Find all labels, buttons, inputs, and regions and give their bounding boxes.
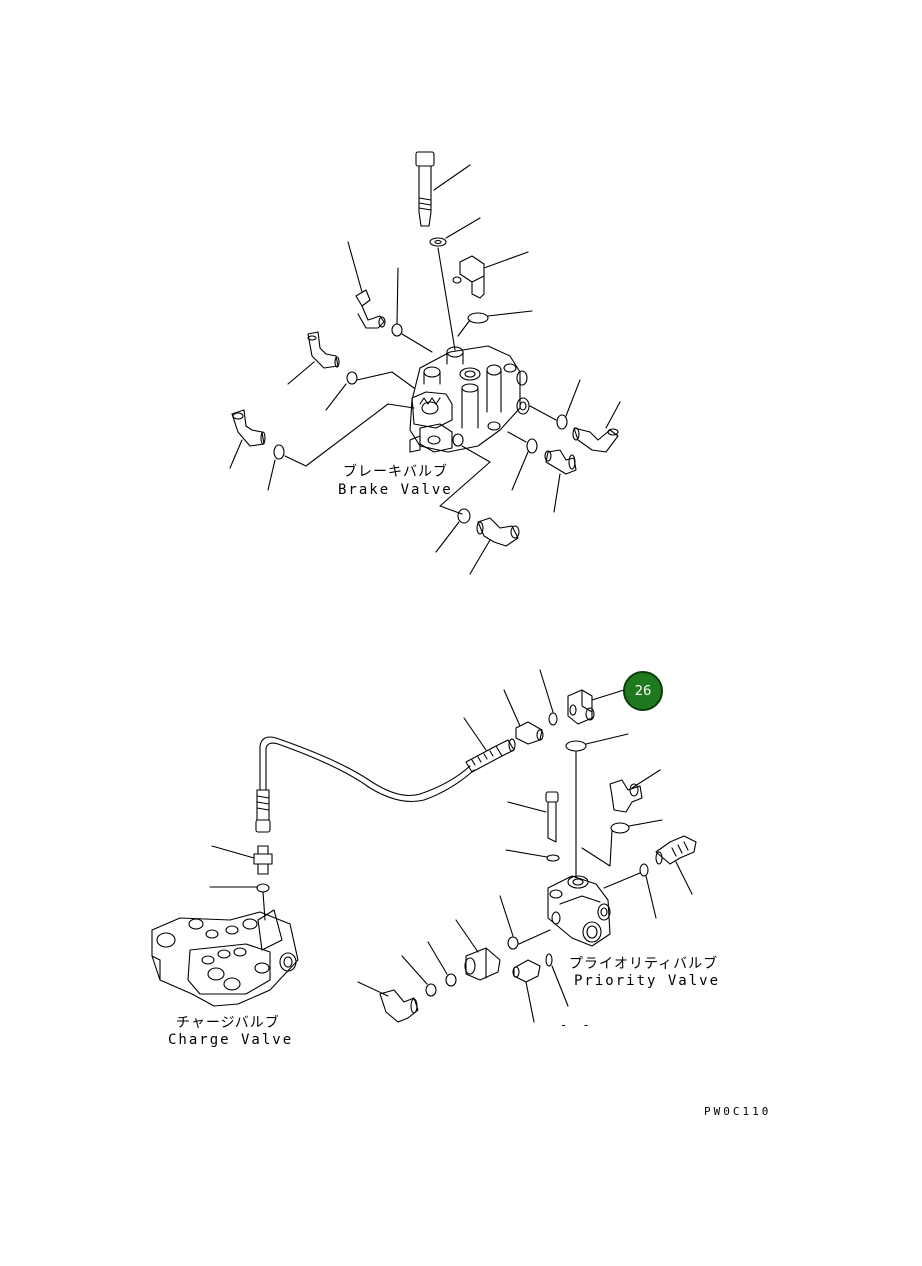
- part-callout-26[interactable]: 26: [623, 671, 663, 711]
- brake-elbow-far-left: [229, 409, 266, 469]
- brake-washer: [429, 237, 447, 247]
- brake-oring-2: [391, 323, 403, 337]
- charge-valve-label-jp: チャージバルブ: [176, 1015, 280, 1031]
- brake-elbow-bottom: [469, 517, 520, 575]
- priority-oring-8: [545, 953, 553, 967]
- connecting-hose: [259, 736, 471, 797]
- callout-number: 26: [634, 683, 652, 699]
- priority-valve-body: [547, 875, 611, 947]
- brake-bolt: [415, 151, 471, 227]
- priority-connector-right: [655, 835, 697, 895]
- dash-mark: - -: [560, 1018, 594, 1032]
- priority-charge-assembly: [151, 669, 697, 1023]
- brake-elbow-upper-left: [347, 241, 386, 329]
- brake-valve-assembly: [229, 151, 621, 575]
- drawing-code: PW0C110: [704, 1105, 772, 1118]
- priority-oring-2: [565, 740, 587, 752]
- priority-oring-3: [610, 822, 630, 834]
- brake-oring-5: [556, 414, 568, 430]
- priority-oring-6: [445, 973, 457, 987]
- charge-valve-body: [151, 909, 299, 1007]
- priority-valve-label-jp: プライオリティバルブ: [569, 956, 719, 972]
- priority-bolt: [507, 791, 559, 843]
- brake-oring-4: [273, 444, 285, 460]
- priority-check-fitting: [512, 959, 541, 1023]
- priority-washer: [546, 854, 560, 862]
- charge-nipple: [211, 845, 273, 875]
- priority-oring-4: [639, 863, 649, 877]
- brake-elbow-upper-right: [452, 251, 529, 299]
- brake-oring-7: [457, 508, 471, 524]
- priority-oring-5: [507, 936, 519, 950]
- priority-straight-fitting: [503, 689, 544, 745]
- brake-valve-label-en: Brake Valve: [338, 482, 453, 498]
- charge-valve-label-en: Charge Valve: [168, 1032, 294, 1048]
- brake-elbow-right: [572, 401, 621, 453]
- priority-elbow-top: [567, 689, 625, 725]
- brake-oring-1: [467, 312, 489, 324]
- brake-oring-3: [346, 371, 358, 385]
- charge-oring: [256, 883, 270, 893]
- brake-valve-label-jp: ブレーキバルブ: [343, 464, 448, 480]
- priority-elbow-right: [609, 769, 661, 813]
- priority-elbow-bottom: [357, 981, 419, 1023]
- hose-end-lower: [255, 789, 271, 833]
- brake-elbow-left: [287, 331, 340, 385]
- priority-valve-label-en: Priority Valve: [574, 973, 721, 989]
- hose-end-upper: [463, 717, 516, 773]
- priority-plug: [455, 919, 501, 981]
- brake-oring-6: [526, 438, 538, 454]
- brake-valve-body: [409, 345, 530, 453]
- brake-elbow-right-lower: [544, 449, 577, 513]
- priority-oring-1: [548, 712, 558, 726]
- priority-oring-7: [425, 983, 437, 997]
